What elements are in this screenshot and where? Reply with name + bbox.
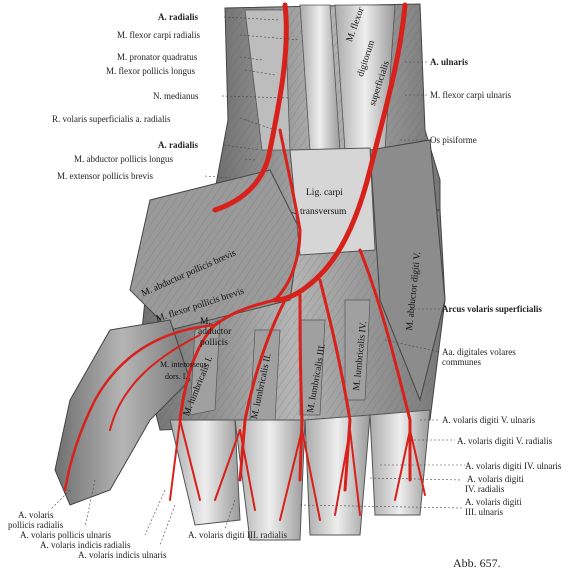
middle-finger xyxy=(234,419,306,541)
little-finger xyxy=(369,409,431,516)
muscle-label-interosseus: M. interosseus xyxy=(160,360,207,369)
muscle-label-transversum: transversum xyxy=(300,207,347,217)
label-pollicis-ulnaris: A. volaris pollicis ulnaris xyxy=(20,530,111,540)
label-pollicis-radialis-1: A. volaris xyxy=(18,510,54,520)
muscle-label-dors-i: dors. I. xyxy=(165,372,188,381)
label-m-flexor-carpi-radialis: M. flexor carpi radialis xyxy=(117,30,200,40)
label-a-radialis-top: A. radialis xyxy=(158,12,199,22)
label-m-pronator-quadratus: M. pronator quadratus xyxy=(117,52,198,62)
label-indicis-ulnaris: A. volaris indicis ulnaris xyxy=(78,550,167,560)
label-digiti-iii-ulnaris-1: A. volaris digiti xyxy=(465,497,522,507)
thumb xyxy=(54,319,191,506)
label-r-volaris-superficialis: R. volaris superficialis a. radialis xyxy=(52,114,171,124)
hypothenar-eminence xyxy=(369,139,446,402)
label-digiti-iv-ulnaris: A. volaris digiti IV. ulnaris xyxy=(465,461,562,471)
carpal-ligament xyxy=(289,147,376,256)
label-arcus-volaris-superficialis: Arcus volaris superficialis xyxy=(442,304,542,314)
label-a-radialis-mid: A. radialis xyxy=(158,140,199,150)
muscle-label-lig-carpi: Lig. carpi xyxy=(306,188,343,198)
label-digiti-iii-ulnaris-2: III. ulnaris xyxy=(465,507,503,517)
muscle-label-pollicis: pollicis xyxy=(200,338,228,348)
muscle-label-m: M. xyxy=(200,317,211,327)
label-pollicis-radialis-2: pollicis radialis xyxy=(8,520,64,530)
index-finger xyxy=(169,419,241,526)
leader-lines xyxy=(49,16,465,546)
label-a-ulnaris: A. ulnaris xyxy=(430,57,469,67)
muscle-label-adductor: adductor xyxy=(198,327,232,337)
label-communes: communes xyxy=(442,357,481,367)
label-m-flexor-carpi-ulnaris: M. flexor carpi ulnaris xyxy=(430,90,511,100)
label-m-extensor-pollicis-brevis: M. extensor pollicis brevis xyxy=(57,171,153,181)
label-n-medianus: N. medianus xyxy=(153,91,199,101)
ring-finger xyxy=(304,414,371,536)
label-digiti-iv-radialis-1: A. volaris digiti xyxy=(467,474,524,484)
label-m-flexor-pollicis-longus: M. flexor pollicis longus xyxy=(106,66,195,76)
figure-caption: Abb. 657. xyxy=(453,556,501,570)
label-os-pisiforme: Os pisiforme xyxy=(430,135,477,145)
label-aa-digitales-volares: Aa. digitales volares xyxy=(442,347,516,357)
label-digiti-v-radialis: A. volaris digiti V. radialis xyxy=(457,436,553,446)
label-m-abductor-pollicis-longus: M. abductor pollicis longus xyxy=(74,154,173,164)
label-digiti-iii-radialis: A. volaris digiti III. radialis xyxy=(188,530,287,540)
label-digiti-v-ulnaris: A. volaris digiti V. ulnaris xyxy=(442,415,536,425)
label-indicis-radialis: A. volaris indicis radialis xyxy=(40,540,131,550)
label-digiti-iv-radialis-2: IV. radialis xyxy=(465,484,505,494)
arteries xyxy=(63,2,426,521)
